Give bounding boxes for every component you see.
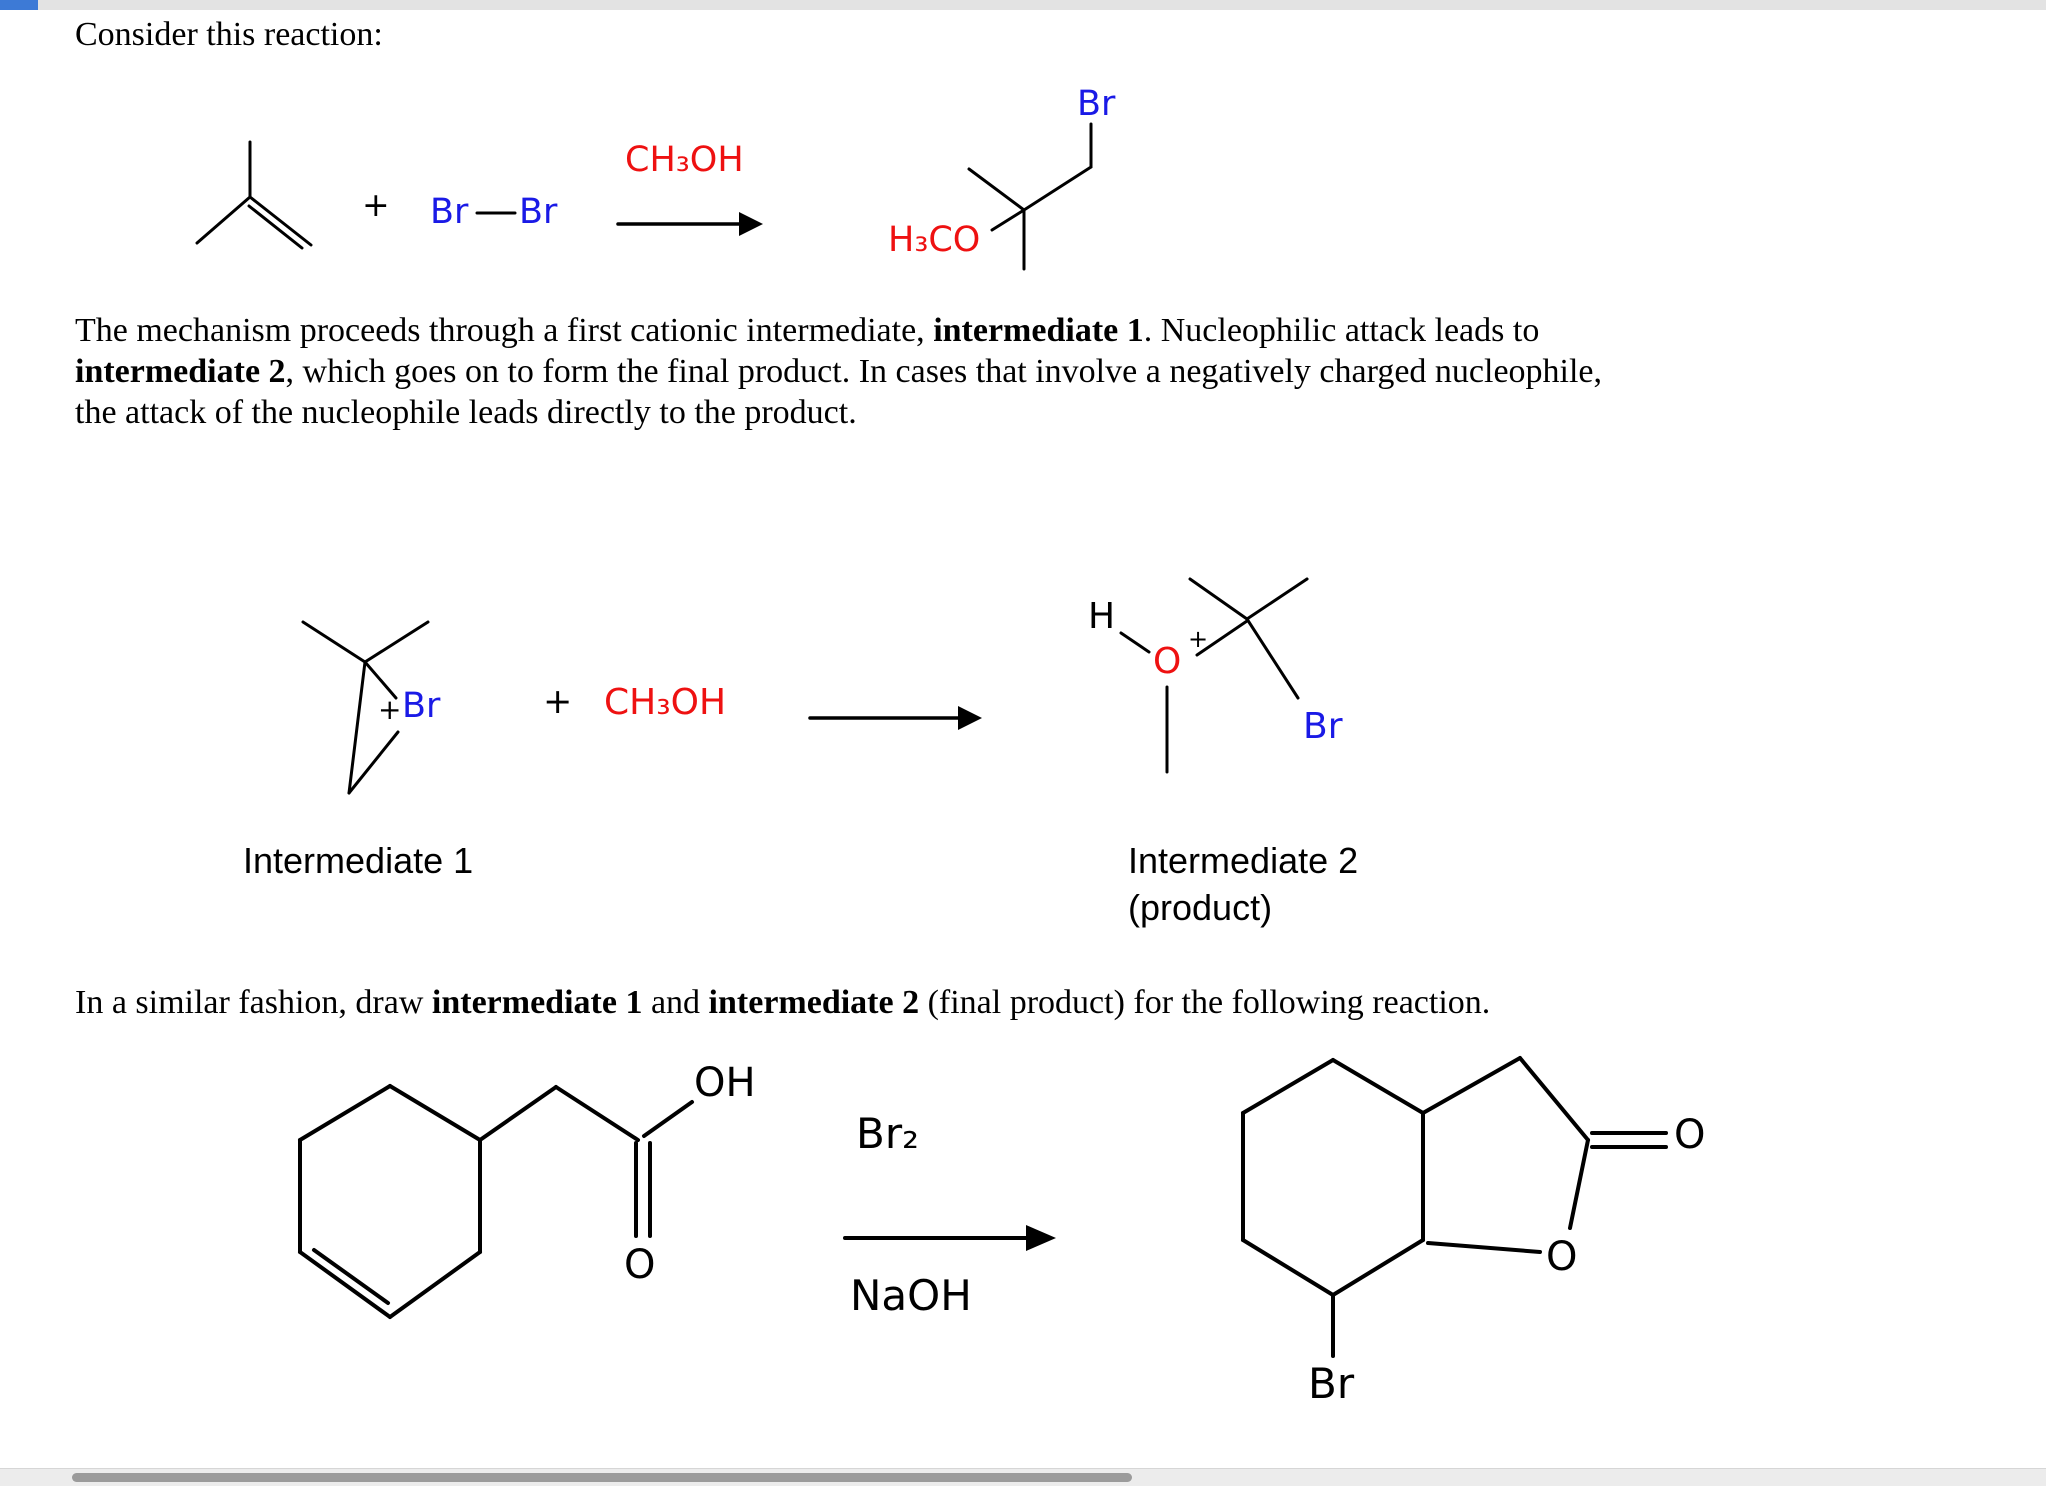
plus-sign: + <box>362 185 390 224</box>
bond <box>1188 577 1249 621</box>
atom-label-o: O <box>624 1242 656 1288</box>
reagent-label-ch3oh: CH₃OH <box>625 140 744 180</box>
bond <box>642 1100 694 1138</box>
plus-charge: + <box>378 693 402 726</box>
bond <box>1241 1058 1335 1115</box>
arrowhead <box>1026 1225 1056 1251</box>
reaction-arrow-1 <box>616 212 763 236</box>
reagent-label-ch3oh: CH₃OH <box>604 682 727 723</box>
text-run: and <box>642 984 709 1021</box>
molecule-cyclohexene-acid <box>298 1084 694 1319</box>
intro-text: Consider this reaction: <box>75 16 383 53</box>
arrowhead <box>958 706 982 730</box>
top-scrollbar-track <box>0 0 2046 10</box>
atom-label-br: Br <box>402 686 441 726</box>
bond <box>301 620 367 664</box>
bond <box>298 1250 392 1319</box>
bond <box>347 660 367 795</box>
bond <box>1426 1241 1542 1254</box>
bond <box>1022 165 1093 212</box>
reaction-arrow-3 <box>843 1225 1056 1251</box>
molecule-lactone-product <box>1241 1056 1668 1358</box>
bond <box>1241 1238 1335 1297</box>
atom-label-br: Br <box>1303 706 1343 747</box>
bond <box>990 208 1026 232</box>
reaction-arrow-2 <box>808 706 982 730</box>
text-run: . Nucleophilic attack leads to <box>1143 312 1540 349</box>
arrowhead <box>739 212 763 236</box>
bond <box>312 1248 390 1305</box>
bond <box>554 1085 640 1142</box>
bond <box>1331 1058 1425 1115</box>
reagent-label-br2: Br₂ <box>856 1109 919 1158</box>
atom-label-o: O <box>1546 1234 1578 1280</box>
top-scrollbar-remnant <box>0 0 38 10</box>
bond <box>195 195 252 245</box>
bond <box>363 660 398 700</box>
atom-label-br: Br <box>430 192 469 232</box>
molecule-intermediate-1 <box>301 620 430 795</box>
atom-label-br: Br <box>519 192 558 232</box>
text-run: (final product) for the following reacti… <box>919 984 1491 1021</box>
bond <box>1119 631 1151 654</box>
atom-label-br: Br <box>1308 1359 1355 1408</box>
bond <box>1195 619 1249 657</box>
text-run-bold: intermediate 2 <box>75 353 286 390</box>
atom-label-oh: OH <box>694 1060 756 1106</box>
text-run: The mechanism proceeds through a first c… <box>75 312 934 349</box>
molecule-product-1 <box>967 122 1093 271</box>
text-run-bold: intermediate 2 <box>708 984 920 1021</box>
atom-label-br: Br <box>1077 84 1116 124</box>
bond <box>248 195 313 247</box>
bond <box>347 730 400 795</box>
text-run-bold: intermediate 1 <box>933 312 1144 349</box>
text-run: In a similar fashion, draw <box>75 984 432 1021</box>
plus-charge: + <box>1188 625 1209 653</box>
bond <box>1331 1238 1425 1297</box>
text-run: the attack of the nucleophile leads dire… <box>75 394 857 431</box>
bond <box>967 167 1026 212</box>
intermediate-1-label: Intermediate 1 <box>243 840 474 881</box>
bond <box>1568 1138 1590 1230</box>
bond <box>298 1084 392 1142</box>
text-run: , which goes on to form the final produc… <box>285 353 1603 390</box>
plus-sign: + <box>543 682 573 722</box>
bond <box>363 620 430 664</box>
atom-label-h3co: H₃CO <box>888 220 981 260</box>
bond <box>1245 577 1309 621</box>
bond <box>388 1084 482 1142</box>
molecule-isobutylene <box>195 140 313 250</box>
intermediate-2-label: Intermediate 2 <box>1128 840 1359 881</box>
reagent-label-naoh: NaOH <box>850 1271 972 1320</box>
bond <box>247 204 304 250</box>
bond <box>478 1085 558 1142</box>
atom-label-o: O <box>1153 641 1182 682</box>
atom-label-o: O <box>1674 1112 1706 1158</box>
bond <box>1245 617 1300 700</box>
atom-label-h: H <box>1088 596 1116 637</box>
question-paragraph: In a similar fashion, draw intermediate … <box>75 982 1985 1023</box>
bond <box>388 1250 482 1319</box>
bond <box>1421 1056 1522 1115</box>
mechanism-paragraph: The mechanism proceeds through a first c… <box>75 310 1985 433</box>
molecule-intermediate-2 <box>1119 577 1309 774</box>
text-run-bold: intermediate 1 <box>431 984 643 1021</box>
intermediate-2-sublabel: (product) <box>1128 887 1273 928</box>
horizontal-scrollbar-thumb[interactable] <box>72 1473 1132 1482</box>
bond <box>1518 1056 1590 1142</box>
